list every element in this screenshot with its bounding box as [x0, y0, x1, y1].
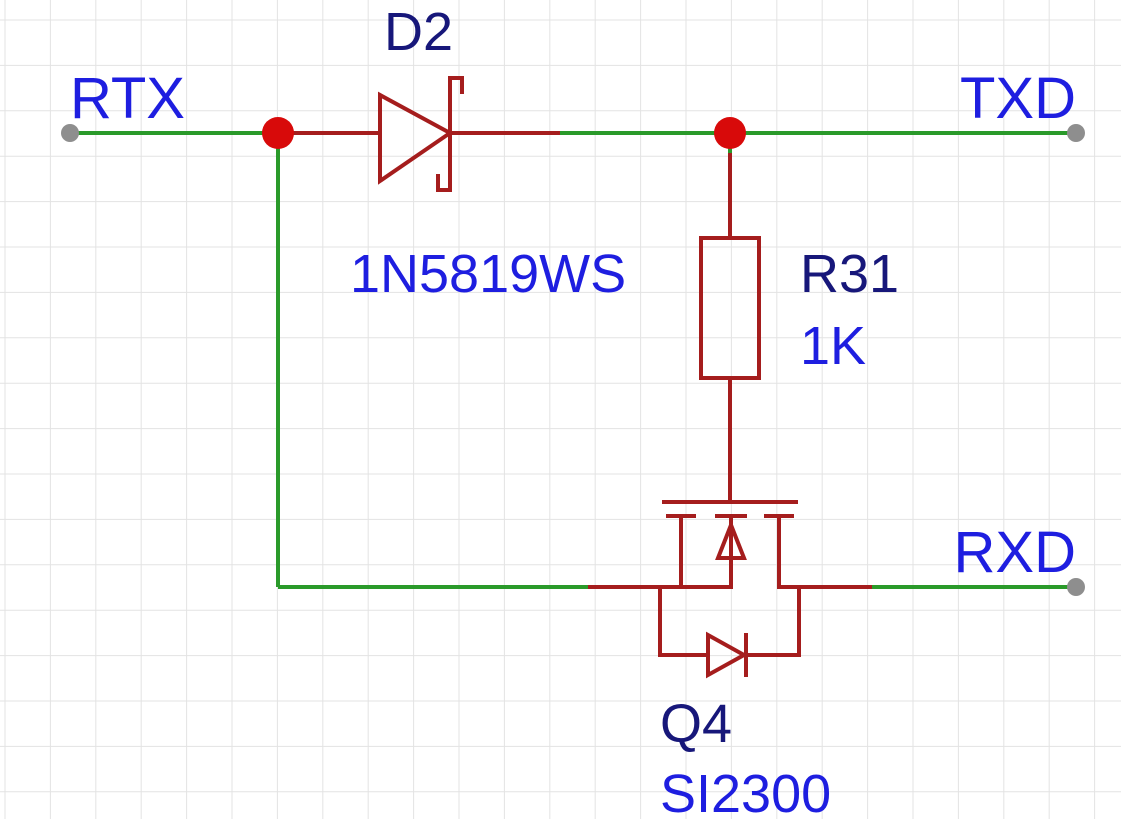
pin-end-rtx[interactable] [61, 124, 79, 142]
pin-end-rxd[interactable] [1067, 578, 1085, 596]
junction-dot-txd [714, 117, 746, 149]
net-label-txd[interactable]: TXD [960, 66, 1076, 131]
mosfet-value: SI2300 [660, 764, 831, 819]
junction-dot-rtx [262, 117, 294, 149]
net-label-rtx[interactable]: RTX [70, 66, 185, 131]
resistor-r31[interactable] [699, 153, 761, 502]
diode-d2[interactable] [276, 76, 560, 192]
wires [70, 131, 1076, 589]
mosfet-designator: Q4 [660, 694, 732, 754]
diode-value: 1N5819WS [350, 244, 626, 304]
net-label-rxd[interactable]: RXD [954, 520, 1076, 585]
resistor-designator: R31 [800, 244, 899, 304]
pin-end-txd[interactable] [1067, 124, 1085, 142]
mosfet-q4[interactable] [588, 500, 872, 679]
diode-designator: D2 [384, 2, 453, 62]
resistor-value: 1K [800, 316, 866, 376]
